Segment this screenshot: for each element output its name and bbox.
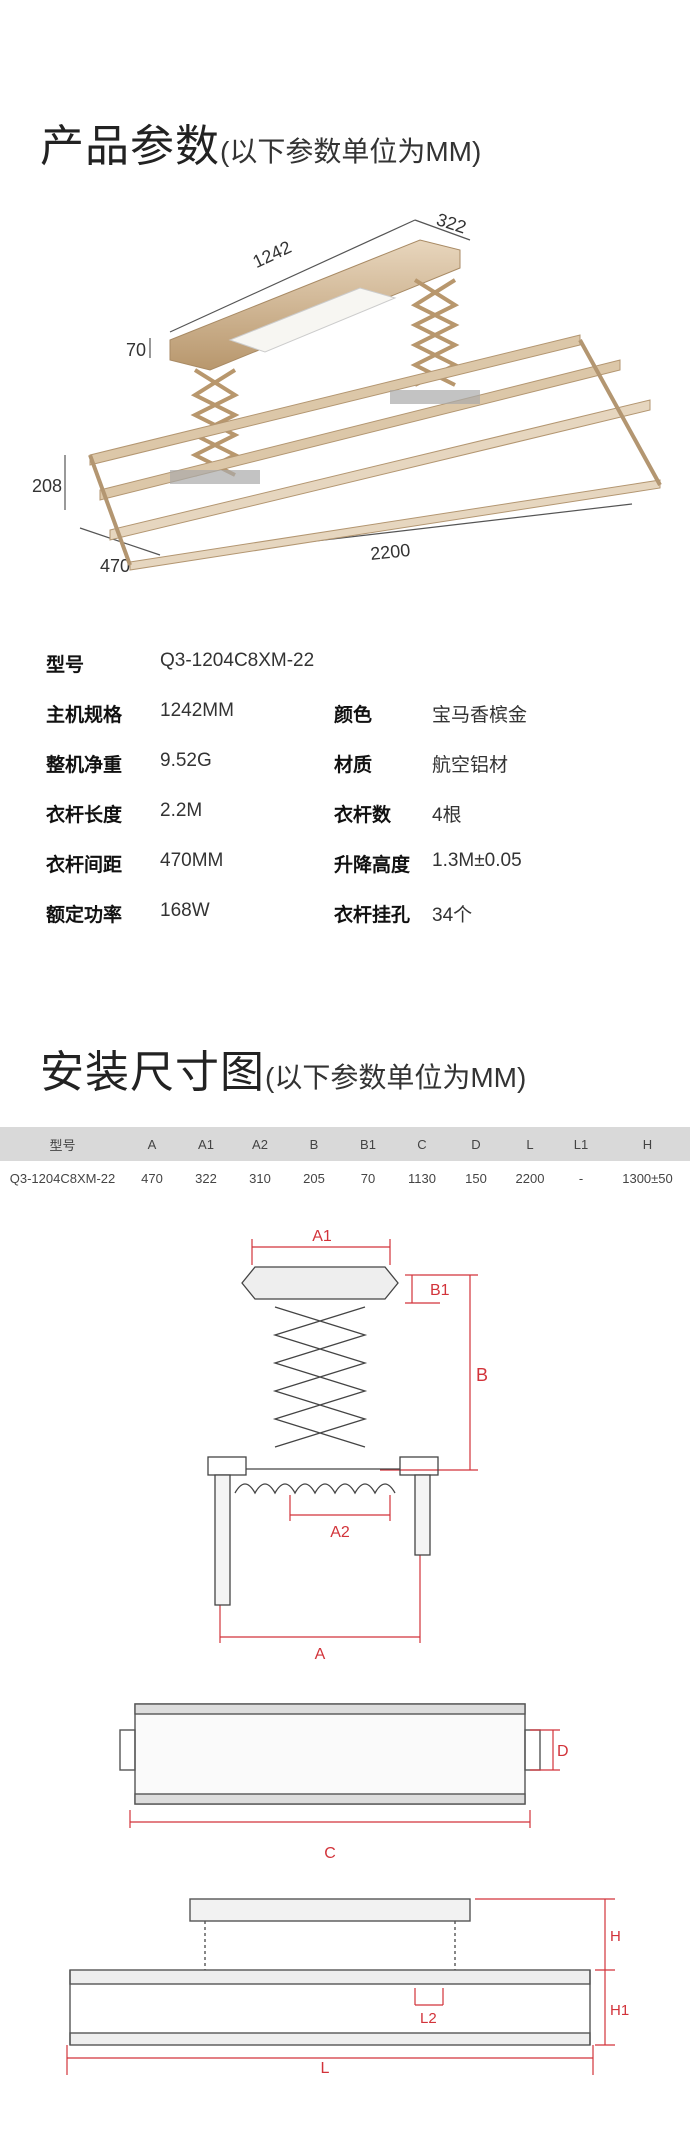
spec-value: 1.3M±0.05 — [432, 850, 522, 871]
spec-value: 34个 — [432, 905, 473, 926]
table-header: H — [642, 1136, 653, 1152]
spec-value: 9.52G — [160, 750, 212, 771]
table-cell: 470 — [141, 1170, 163, 1186]
product-illustration: 1242 322 70 208 470 2200 — [32, 209, 662, 576]
spec-label: 升降高度 — [334, 855, 411, 876]
spec-label: 衣杆长度 — [46, 805, 123, 826]
spec-value: 1242MM — [160, 700, 234, 721]
label-h1: H1 — [610, 2002, 629, 2019]
page-subtitle: (以下参数单位为MM) — [220, 136, 482, 167]
label-b1: B1 — [430, 1282, 450, 1299]
table-header: A — [147, 1136, 157, 1152]
dim-208: 208 — [32, 476, 62, 496]
table-header-row: 型号 A A1 A2 B B1 C D L L1 H — [0, 1127, 690, 1161]
table-header: 型号 — [49, 1137, 76, 1153]
table-header: C — [417, 1136, 427, 1152]
dim-1242: 1242 — [250, 237, 295, 272]
section-title: 安装尺寸图 — [40, 1048, 265, 1097]
table-header: A1 — [198, 1136, 214, 1152]
label-h: H — [610, 1928, 621, 1945]
dim-line-322 — [414, 219, 471, 241]
section-subtitle: (以下参数单位为MM) — [265, 1062, 527, 1093]
top-view-diagram: D C — [119, 1703, 569, 1862]
spec-model: 型号 — [46, 650, 84, 677]
table-cell: 1130 — [408, 1170, 436, 1186]
side-view-diagram: H H1 L2 L — [66, 1898, 629, 2077]
table-header: D — [471, 1136, 481, 1152]
label-a1: A1 — [312, 1228, 332, 1245]
spec-label: 衣杆间距 — [46, 855, 123, 876]
table-cell: 205 — [303, 1170, 325, 1186]
table-header: A2 — [252, 1136, 268, 1152]
dim-2200: 2200 — [369, 540, 411, 564]
spec-value: 470MM — [160, 850, 224, 871]
section-title-product-params: 产品参数(以下参数单位为MM) — [40, 110, 481, 174]
dim-322: 322 — [434, 209, 469, 237]
spec-value-model: Q3-1204C8XM-22 — [160, 650, 315, 671]
size-table: 型号 A A1 A2 B B1 C D L L1 H Q3-1204C8XM-2… — [0, 1127, 690, 1195]
spec-label: 主机规格 — [46, 705, 123, 726]
dim-70: 70 — [126, 340, 146, 360]
table-cell: - — [578, 1170, 584, 1186]
spec-value: 宝马香槟金 — [432, 705, 528, 726]
spec-label: 额定功率 — [46, 905, 123, 926]
table-header: B1 — [360, 1136, 376, 1152]
label-a: A — [315, 1646, 326, 1663]
table-cell: 322 — [195, 1170, 217, 1186]
front-view-diagram: A1 B1 B A2 A — [207, 1228, 488, 1663]
spec-label: 衣杆挂孔 — [334, 905, 411, 926]
spec-label: 材质 — [334, 755, 373, 776]
table-header: L1 — [573, 1136, 589, 1152]
spec-value: 2.2M — [160, 800, 203, 821]
table-row: Q3-1204C8XM-22 470 322 310 205 70 1130 1… — [0, 1161, 690, 1195]
table-cell: 150 — [465, 1170, 487, 1186]
section-title-install-dims: 安装尺寸图(以下参数单位为MM) — [40, 1036, 526, 1100]
dim-line-1242 — [169, 219, 416, 333]
table-cell: 1300±50 — [622, 1170, 673, 1186]
table-cell: Q3-1204C8XM-22 — [9, 1170, 116, 1186]
spec-value: 航空铝材 — [432, 755, 509, 776]
spec-label: 衣杆数 — [334, 805, 392, 826]
dim-470: 470 — [100, 556, 130, 576]
label-c: C — [324, 1845, 336, 1862]
table-header: L — [526, 1136, 534, 1152]
page-title: 产品参数 — [40, 122, 220, 171]
label-l: L — [321, 2060, 330, 2077]
spec-label-model: 型号 — [46, 655, 85, 676]
label-b: B — [476, 1365, 488, 1385]
spec-label: 颜色 — [334, 705, 373, 726]
label-d: D — [557, 1743, 569, 1760]
table-cell: 70 — [360, 1170, 376, 1186]
spec-value: 168W — [160, 900, 210, 921]
table-cell: 310 — [249, 1170, 271, 1186]
label-l2: L2 — [420, 2010, 437, 2027]
spec-label: 整机净重 — [46, 755, 123, 776]
table-header: B — [309, 1136, 319, 1152]
table-cell: 2200 — [515, 1170, 545, 1186]
label-a2: A2 — [330, 1524, 350, 1541]
spec-value: 4根 — [432, 805, 462, 826]
